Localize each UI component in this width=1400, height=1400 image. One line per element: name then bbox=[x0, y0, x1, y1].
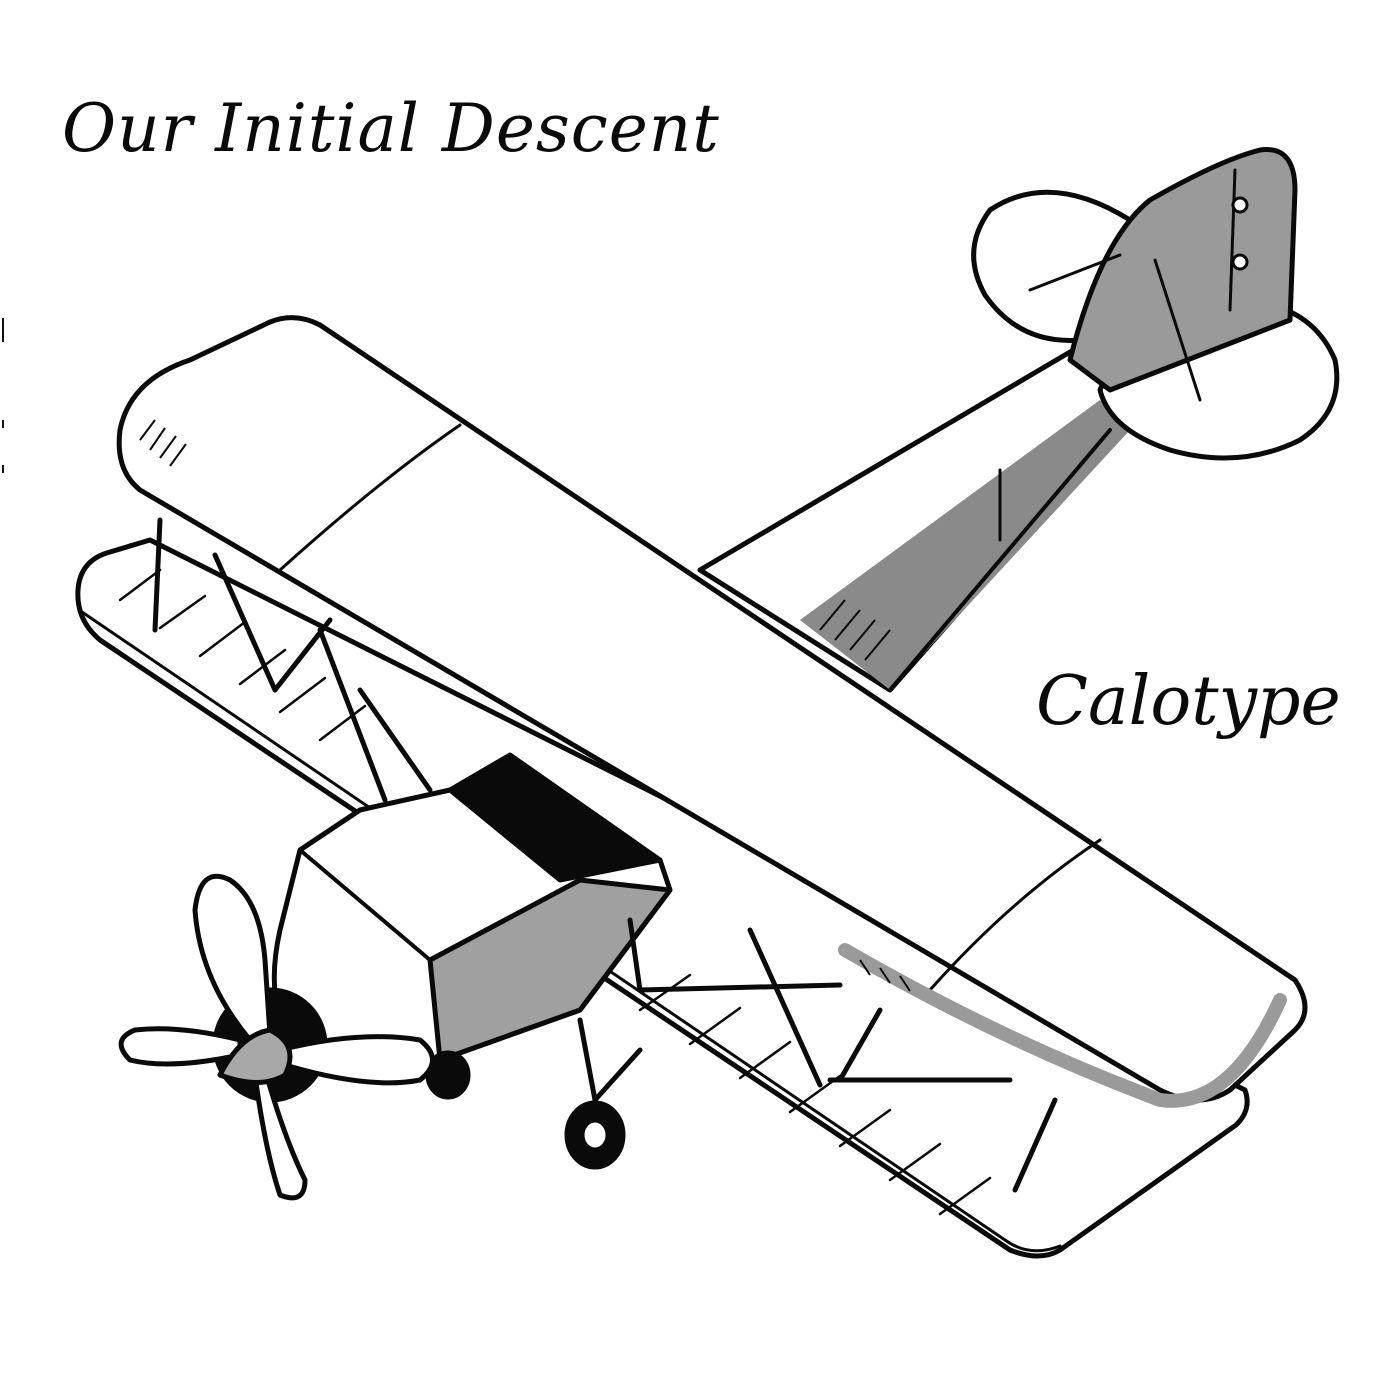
lower-wing-edge bbox=[80, 610, 1062, 1253]
edge-mark bbox=[2, 420, 4, 428]
edge-mark bbox=[2, 465, 4, 473]
propeller-blade-right bbox=[277, 1034, 435, 1086]
edge-mark bbox=[2, 318, 4, 342]
upper-wing-shade bbox=[838, 943, 1287, 1108]
left-struts bbox=[152, 517, 433, 803]
propeller-spinner bbox=[217, 1027, 293, 1085]
artist-name: Calotype bbox=[1036, 662, 1341, 741]
album-title: Our Initial Descent bbox=[62, 90, 720, 167]
propeller-blade-bottom bbox=[252, 1067, 308, 1201]
upper-wing-panel-line-1 bbox=[278, 423, 462, 572]
right-struts bbox=[627, 917, 1058, 1193]
upper-wing bbox=[116, 315, 1308, 1103]
upper-wing-panel-line-2 bbox=[928, 838, 1102, 992]
propeller-blade-left bbox=[118, 1026, 243, 1067]
fuselage-rear-shade bbox=[800, 400, 1130, 690]
propeller-blade-top bbox=[192, 873, 273, 1043]
hatching bbox=[139, 419, 911, 992]
landing-gear-strut bbox=[577, 1017, 643, 1103]
